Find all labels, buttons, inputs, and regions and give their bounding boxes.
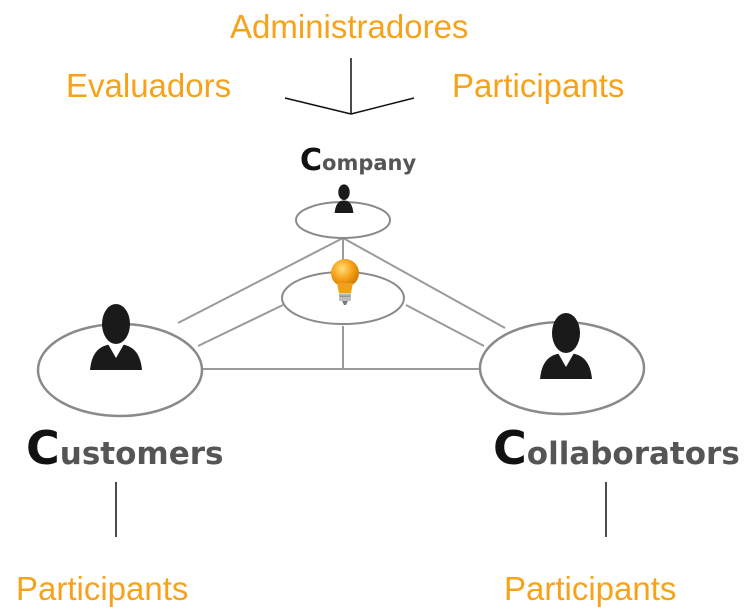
company-label-initial: C xyxy=(300,143,323,178)
collaborators-label: Collaborators xyxy=(493,425,740,471)
top-connector xyxy=(284,58,415,115)
collaborators-label-initial: C xyxy=(493,421,527,475)
person-icon xyxy=(90,304,142,370)
lightbulb-icon xyxy=(331,259,359,305)
company-label: Company xyxy=(300,146,416,176)
person-icon xyxy=(334,184,354,213)
role-label-administradores: Administradores xyxy=(230,8,469,45)
role-label-participants-collaborators: Participants xyxy=(504,570,677,607)
role-label-participants-customers: Participants xyxy=(16,570,189,607)
customers-label: Customers xyxy=(26,425,223,471)
network-lines xyxy=(177,237,506,370)
person-icon xyxy=(540,313,592,379)
company-label-rest: ompany xyxy=(322,151,417,175)
role-label-evaluadors: Evaluadors xyxy=(66,67,232,104)
collaborators-label-rest: ollaborators xyxy=(526,436,740,472)
customers-label-rest: ustomers xyxy=(59,436,224,472)
customers-label-initial: C xyxy=(26,421,60,475)
role-label-participants-top: Participants xyxy=(452,67,625,104)
